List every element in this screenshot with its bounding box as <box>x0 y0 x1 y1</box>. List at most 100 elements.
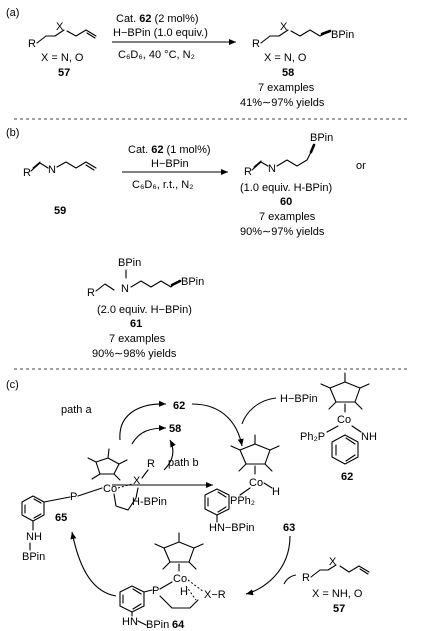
cp-methyl-62-5 <box>328 401 337 410</box>
product-61-bpin-n: BPin <box>118 257 141 269</box>
complex-64-p-co-bond <box>159 581 173 590</box>
path-a-label: path a <box>61 404 92 416</box>
complex-62-benzene-dbl-2 <box>345 454 356 462</box>
cp-methyl-65-2 <box>107 448 110 459</box>
cp-methyl-63-5 <box>238 463 247 472</box>
complex-63-benzene <box>204 488 230 516</box>
product-61-yields: 90%∼98% yields <box>92 348 177 360</box>
path-b-curve <box>163 439 176 471</box>
panel-a-reactant-double-bond <box>86 32 96 39</box>
panel-b-reactant-imine-double <box>32 161 41 169</box>
complex-64-benzene-dbl-2 <box>132 603 142 610</box>
product-61-boron-bond <box>170 279 182 287</box>
panel-a-product-condition: X = N, O <box>264 52 307 64</box>
substrate-57-condition: X = NH, O <box>312 588 363 600</box>
complex-63-h: H <box>272 486 280 498</box>
panel-a-reactant-bond-1 <box>36 29 65 44</box>
complex-65-number: 65 <box>55 512 67 524</box>
complex-64-bpin: BPin <box>146 619 169 631</box>
cp-ring-62 <box>329 381 361 403</box>
panel-b-reactant-imine <box>30 162 49 172</box>
product-60-note: (1.0 equiv. H-BPin) <box>240 182 332 194</box>
complex-63-pph2: PPh₂ <box>230 495 255 507</box>
product-60-imine-double <box>253 160 262 168</box>
panel-a-product-bond-1 <box>260 29 289 44</box>
complex-63-benzene-dbl-3 <box>217 491 227 498</box>
panel-b-reactant: R N 59 <box>23 161 97 217</box>
arrow-64-to-65 <box>70 531 117 597</box>
complex-64-hn: HN <box>122 616 138 628</box>
path-a-arrow <box>119 400 167 441</box>
panel-b-product-61: BPin R N BPin (2.0 equiv. H−BPin) 61 7 e… <box>87 257 204 360</box>
complex-64-n-b-bond <box>137 620 147 626</box>
complex-62-nh: NH <box>361 431 377 443</box>
complex-65-x-r-bond <box>141 469 149 479</box>
complex-65-co: Co <box>103 483 117 495</box>
path-b-label: path b <box>168 457 199 469</box>
arrow-62-to-63 <box>191 403 244 447</box>
panel-a-examples: 7 examples <box>258 82 315 94</box>
panel-b-reagent: H−BPin <box>151 158 189 170</box>
complex-62-ph2p: Ph₂P <box>300 431 325 443</box>
complex-63-p-co-bond <box>239 487 251 496</box>
cp-methyl-63-4 <box>264 463 273 472</box>
product-60-number: 60 <box>280 196 292 208</box>
panel-b-reactant-allyl-double <box>85 164 95 171</box>
complex-63-number: 63 <box>283 522 295 534</box>
product-61-n: N <box>121 283 129 295</box>
complex-63-co-h-bond <box>263 482 273 489</box>
substrate-57: R X X = NH, O 57 <box>302 556 370 615</box>
product-60-bpin: BPin <box>310 132 333 144</box>
complex-63-hn-bpin: HN−BPin <box>209 522 255 534</box>
cp-methyl-62-4 <box>354 401 363 410</box>
complex-64-benzene <box>119 585 145 613</box>
cp-methyl-64-1 <box>154 543 165 549</box>
panel-b-reactant-number: 59 <box>54 205 66 217</box>
product-61-chain <box>130 280 177 288</box>
cp-methyl-64-3 <box>193 543 204 549</box>
panel-a: (a) R X X = N, O 57 Cat. 62 (2 mol%) H−B… <box>6 7 354 109</box>
complex-62-benzene-dbl-3 <box>345 437 356 445</box>
panel-b-catalyst: Cat. 62 (1 mol%) <box>128 144 211 156</box>
complex-65-benzene-dbl-3 <box>33 498 42 504</box>
panel-a-reagent: H−BPin (1.0 equiv.) <box>113 27 208 39</box>
panel-a-product-boron-bond <box>320 29 332 36</box>
cp-methyl-65-1 <box>87 457 97 463</box>
panel-a-reactant-condition: X = N, O <box>41 52 84 64</box>
complex-64-co-x-dash <box>187 579 205 593</box>
catalytic-cycle-62: 62 <box>173 400 185 412</box>
complex-64-aryl-p-bond <box>143 589 153 593</box>
panel-b-conditions: C₆D₆, r.t., N₂ <box>132 179 193 191</box>
panel-a-product-number: 58 <box>282 67 294 79</box>
complex-65-benzene <box>21 495 45 522</box>
cp-methyl-65-5 <box>91 473 101 480</box>
substrate-57-bond-1 <box>310 564 337 578</box>
hbpin-top-curve <box>241 397 277 425</box>
product-61-number: 61 <box>130 318 142 330</box>
complex-64-chain <box>159 595 199 609</box>
product-60-examples: 7 examples <box>259 211 316 223</box>
complex-64-number: 64 <box>172 619 185 631</box>
panel-a-product: R X BPin X = N, O 58 7 examples 41%∼97% … <box>240 21 354 109</box>
arrow-63-to-64 <box>245 535 291 596</box>
complex-65: Co P X R NH BPin 65 <box>21 448 155 563</box>
product-60-imine <box>251 161 269 171</box>
substrate-57-double <box>359 568 369 575</box>
cp-methyl-64-4 <box>188 561 197 570</box>
product-61-examples: 7 examples <box>109 333 166 345</box>
complex-62-co-n-bond <box>351 425 362 433</box>
complex-65-co-x-dash <box>117 483 133 489</box>
complex-65-r: R <box>147 458 155 470</box>
complex-62: Co NH Ph₂P 62 <box>300 372 377 483</box>
cp-methyl-63-1 <box>230 445 241 451</box>
cp-ring-64 <box>163 541 195 563</box>
substrate-57-x: X <box>329 556 337 568</box>
cp-ring-65 <box>95 457 120 475</box>
complex-65-p: P <box>70 491 77 503</box>
complex-62-benzene <box>331 434 359 465</box>
panel-a-product-x: X <box>280 21 288 33</box>
panel-a-reactant-x: X <box>56 21 64 33</box>
complex-64-h: H <box>180 586 188 598</box>
complex-65-benzene-dbl-2 <box>33 513 42 519</box>
substrate-57-number: 57 <box>333 603 345 615</box>
